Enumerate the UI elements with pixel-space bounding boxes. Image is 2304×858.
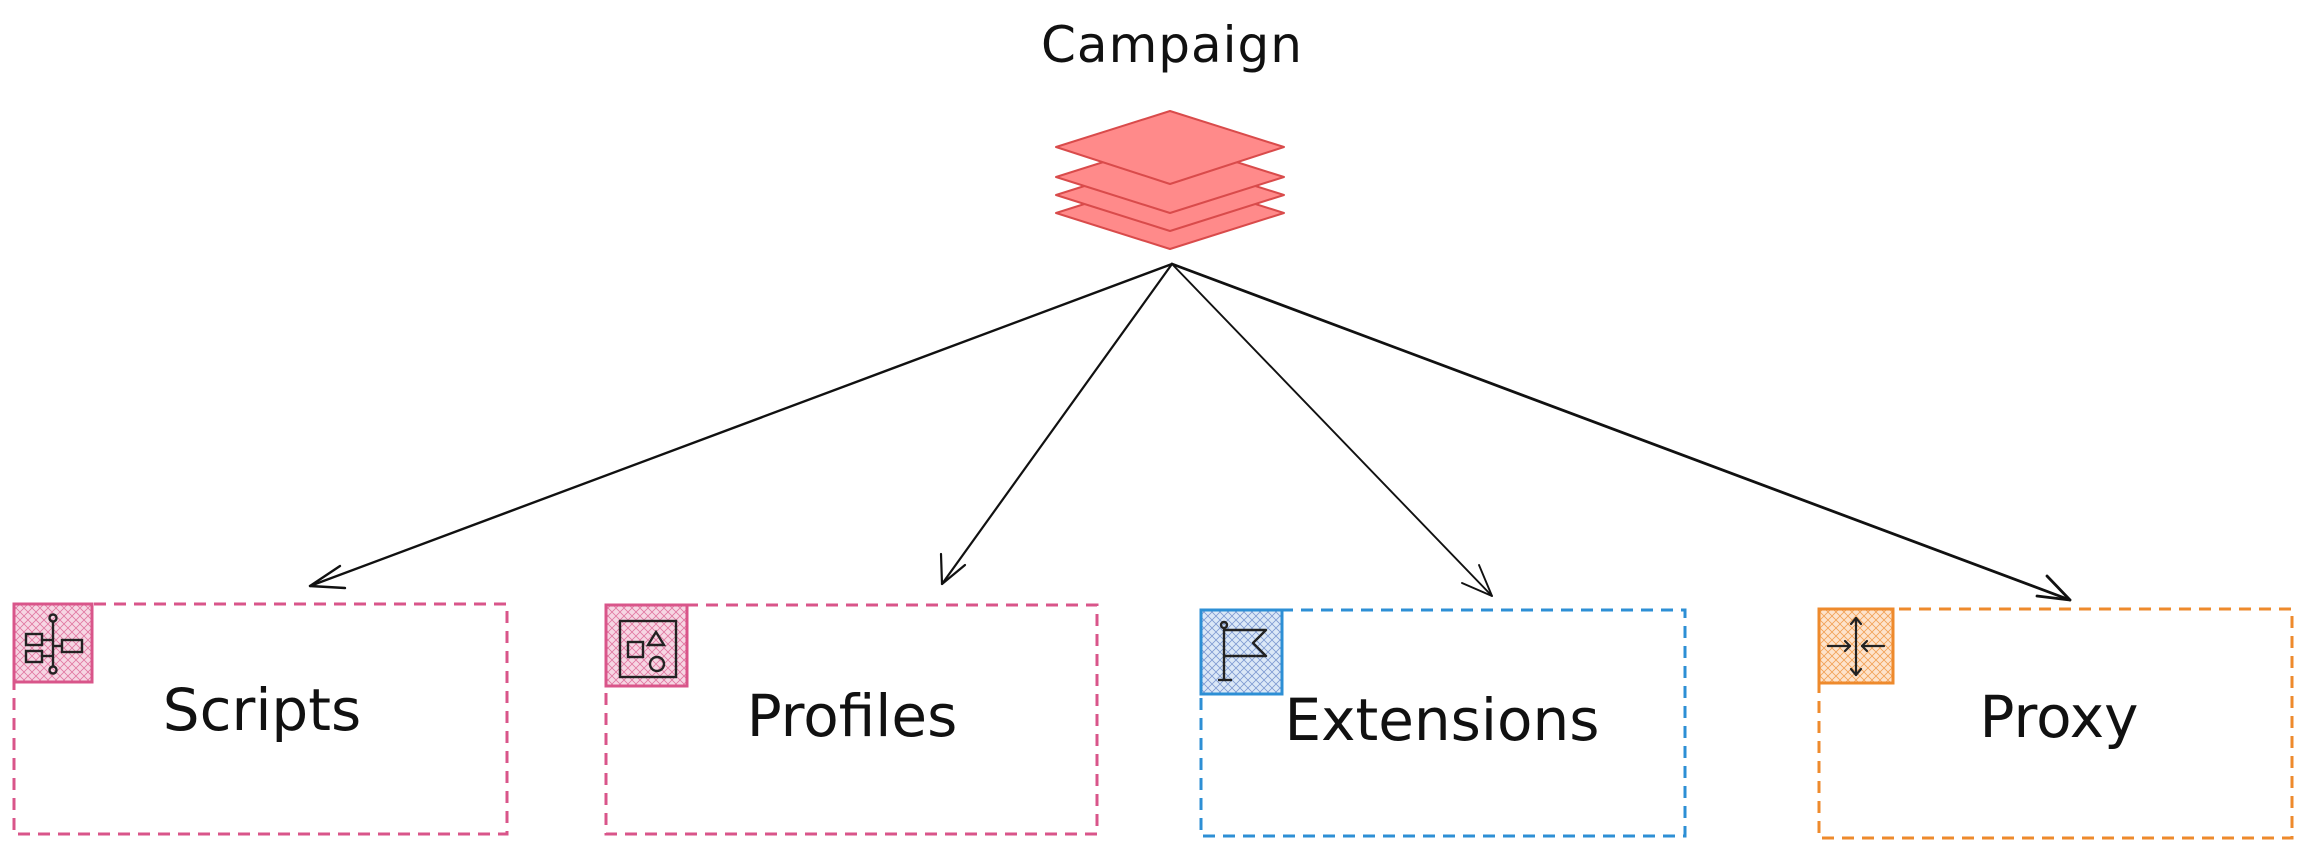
arrows-compress-icon: [1817, 607, 1895, 685]
arrow-to-proxy: [1170, 262, 2072, 602]
node-scripts-frame: [12, 602, 509, 836]
flowchart-icon: [12, 602, 94, 684]
node-extensions-label: Extensions: [1285, 686, 1600, 754]
node-proxy-label: Proxy: [1980, 683, 2139, 751]
flag-icon: [1199, 608, 1284, 696]
arrow-to-extensions: [1171, 263, 1493, 597]
node-extensions[interactable]: Extensions: [1199, 608, 1687, 838]
shapes-icon: [604, 603, 689, 688]
node-profiles-label: Profiles: [747, 682, 958, 750]
node-scripts[interactable]: Scripts: [12, 602, 509, 836]
campaign-title: Campaign: [1041, 16, 1303, 74]
node-profiles[interactable]: Profiles: [604, 603, 1099, 836]
node-proxy-frame: [1817, 607, 2294, 840]
node-extensions-frame: [1199, 608, 1687, 838]
stacked-layers-icon: [1055, 110, 1285, 250]
node-proxy[interactable]: Proxy: [1817, 607, 2294, 840]
arrow-to-scripts: [308, 262, 1174, 590]
arrow-to-profiles: [939, 262, 1174, 586]
connector-arrows: [308, 262, 2072, 602]
node-profiles-frame: [604, 603, 1099, 836]
node-scripts-label: Scripts: [163, 676, 361, 744]
